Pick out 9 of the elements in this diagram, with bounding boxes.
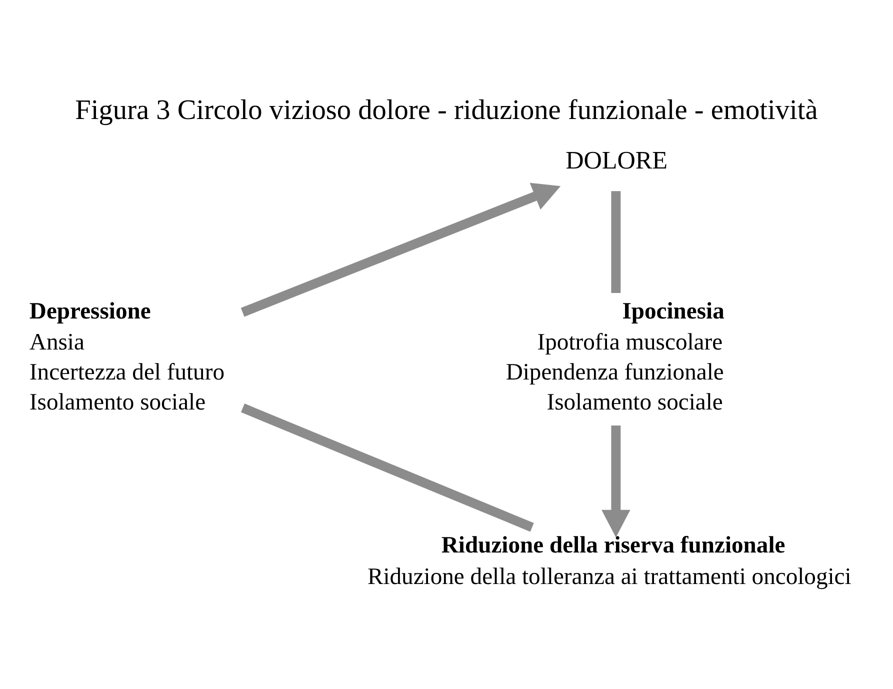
node-text: Ipocinesia Ipotrofia muscolare Dipendenza funzionale Isolamento sociale bbox=[506, 298, 724, 415]
diagram-title: Figura 3 Circolo vizioso dolore - riduzione funzionale - emotività bbox=[75, 94, 818, 126]
node-text: Riduzione della riserva funzionale Riduzione della tolleranza ai trattamenti oncologici bbox=[367, 532, 852, 590]
connector bbox=[240, 403, 534, 532]
arrow bbox=[240, 182, 561, 316]
node-text: DOLORE bbox=[566, 147, 668, 174]
arrow bbox=[602, 425, 630, 537]
node-text: Depressione Ansia Incertezza del futuro Isolamento sociale bbox=[29, 298, 225, 415]
connector bbox=[611, 190, 621, 293]
